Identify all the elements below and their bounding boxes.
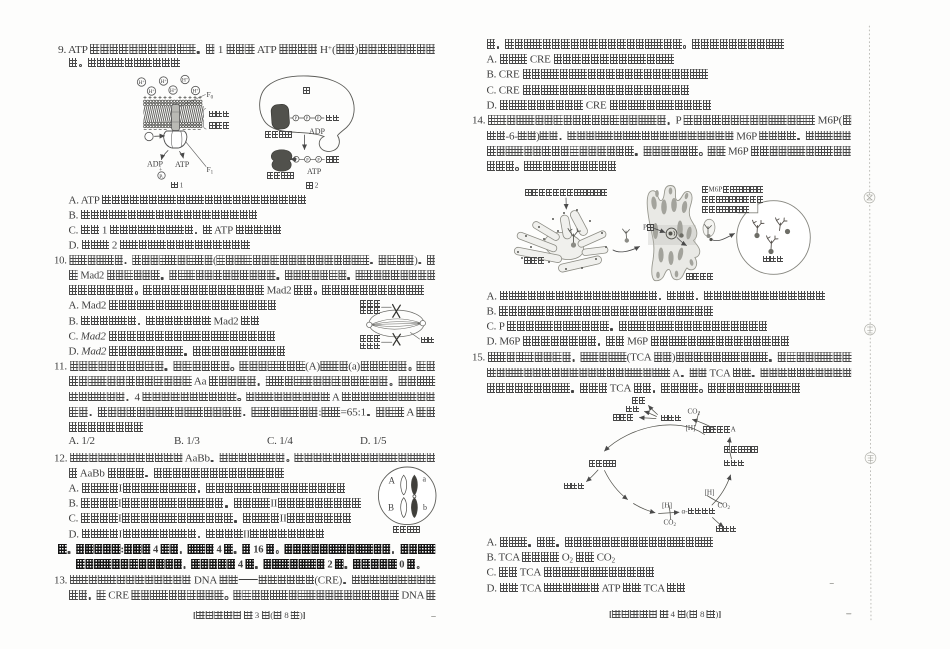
- svg-text:H+: H+: [138, 79, 145, 87]
- svg-text:P: P: [317, 116, 320, 121]
- svg-text:A: A: [389, 476, 396, 486]
- svg-text:F1: F1: [207, 165, 214, 176]
- svg-text:H+: H+: [148, 88, 155, 96]
- svg-text:ADP: ADP: [309, 127, 326, 136]
- svg-text:P: P: [295, 116, 298, 121]
- svg-text:[H]: [H]: [686, 424, 696, 432]
- svg-text:H+: H+: [192, 87, 199, 95]
- svg-text:CO2: CO2: [688, 408, 701, 417]
- svg-text:ATP: ATP: [307, 167, 322, 176]
- svg-text:[H]: [H]: [705, 489, 715, 497]
- svg-text:F0: F0: [207, 90, 214, 101]
- svg-text:a: a: [423, 475, 427, 484]
- svg-text:H+: H+: [160, 78, 167, 86]
- svg-text:CO2: CO2: [664, 519, 677, 528]
- svg-text:[H]: [H]: [662, 502, 672, 510]
- svg-text:P: P: [306, 116, 309, 121]
- svg-text:Pi: Pi: [159, 174, 164, 180]
- svg-text:CO2: CO2: [718, 502, 731, 511]
- svg-text:ADP: ADP: [147, 160, 164, 169]
- svg-text:B: B: [388, 503, 394, 513]
- svg-text:P: P: [317, 157, 320, 162]
- svg-text:P: P: [306, 157, 309, 162]
- svg-text:P: P: [295, 157, 298, 162]
- svg-text:H+: H+: [170, 87, 177, 95]
- svg-text:b: b: [423, 503, 427, 512]
- svg-text:H+: H+: [182, 76, 189, 84]
- svg-text:+: +: [159, 167, 163, 173]
- svg-text:ATP: ATP: [175, 160, 190, 169]
